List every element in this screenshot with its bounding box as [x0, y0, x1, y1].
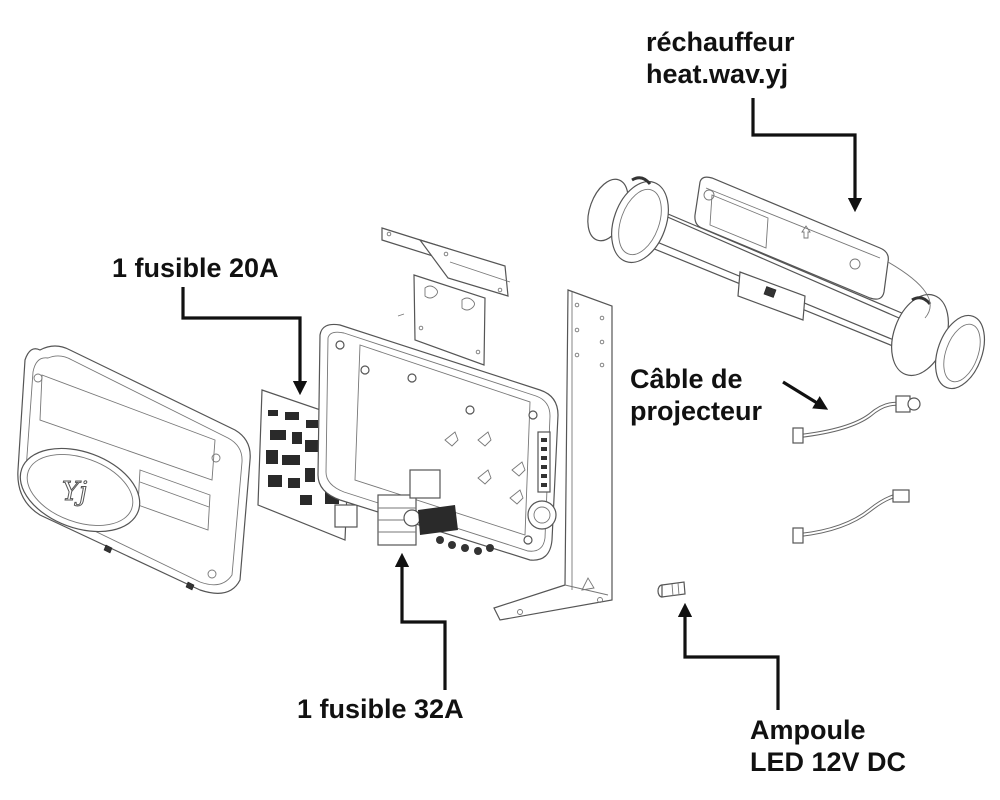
fuse-20a-label: 1 fusible 20A — [112, 253, 279, 283]
control-box — [317, 323, 559, 561]
fuse-32a-leader-line — [394, 552, 447, 690]
heater-label-line1: réchauffeur — [646, 27, 795, 57]
led-bulb-label-line1: Ampoule — [750, 715, 866, 745]
led-bulb-leader-line — [677, 602, 780, 710]
heater-leader-line — [751, 98, 863, 213]
mounting-plate — [397, 274, 486, 366]
heater — [587, 176, 986, 390]
led-bulb-label: Ampoule LED 12V DC — [750, 714, 906, 778]
projector-cable-leader-line — [782, 380, 829, 410]
wall-bracket — [381, 227, 511, 297]
projector-cable-label-line2: projecteur — [630, 396, 763, 426]
front-cover: Yj — [17, 345, 251, 594]
projector-cable-1 — [792, 395, 921, 444]
heater-label-line2: heat.wav.yj — [646, 59, 789, 89]
projector-cable-2 — [792, 489, 910, 544]
l-bracket — [493, 289, 613, 621]
fuse-32a-label: 1 fusible 32A — [297, 694, 464, 724]
led-bulb — [657, 581, 686, 598]
projector-cable-label: Câble de projecteur — [630, 363, 762, 427]
led-bulb-label-line2: LED 12V DC — [750, 747, 907, 777]
heater-label: réchauffeur heat.wav.yj — [646, 26, 795, 90]
logo-text: Yj — [62, 477, 87, 507]
fuse-20a-leader-line — [181, 287, 308, 396]
projector-cable-label-line1: Câble de — [630, 364, 743, 394]
